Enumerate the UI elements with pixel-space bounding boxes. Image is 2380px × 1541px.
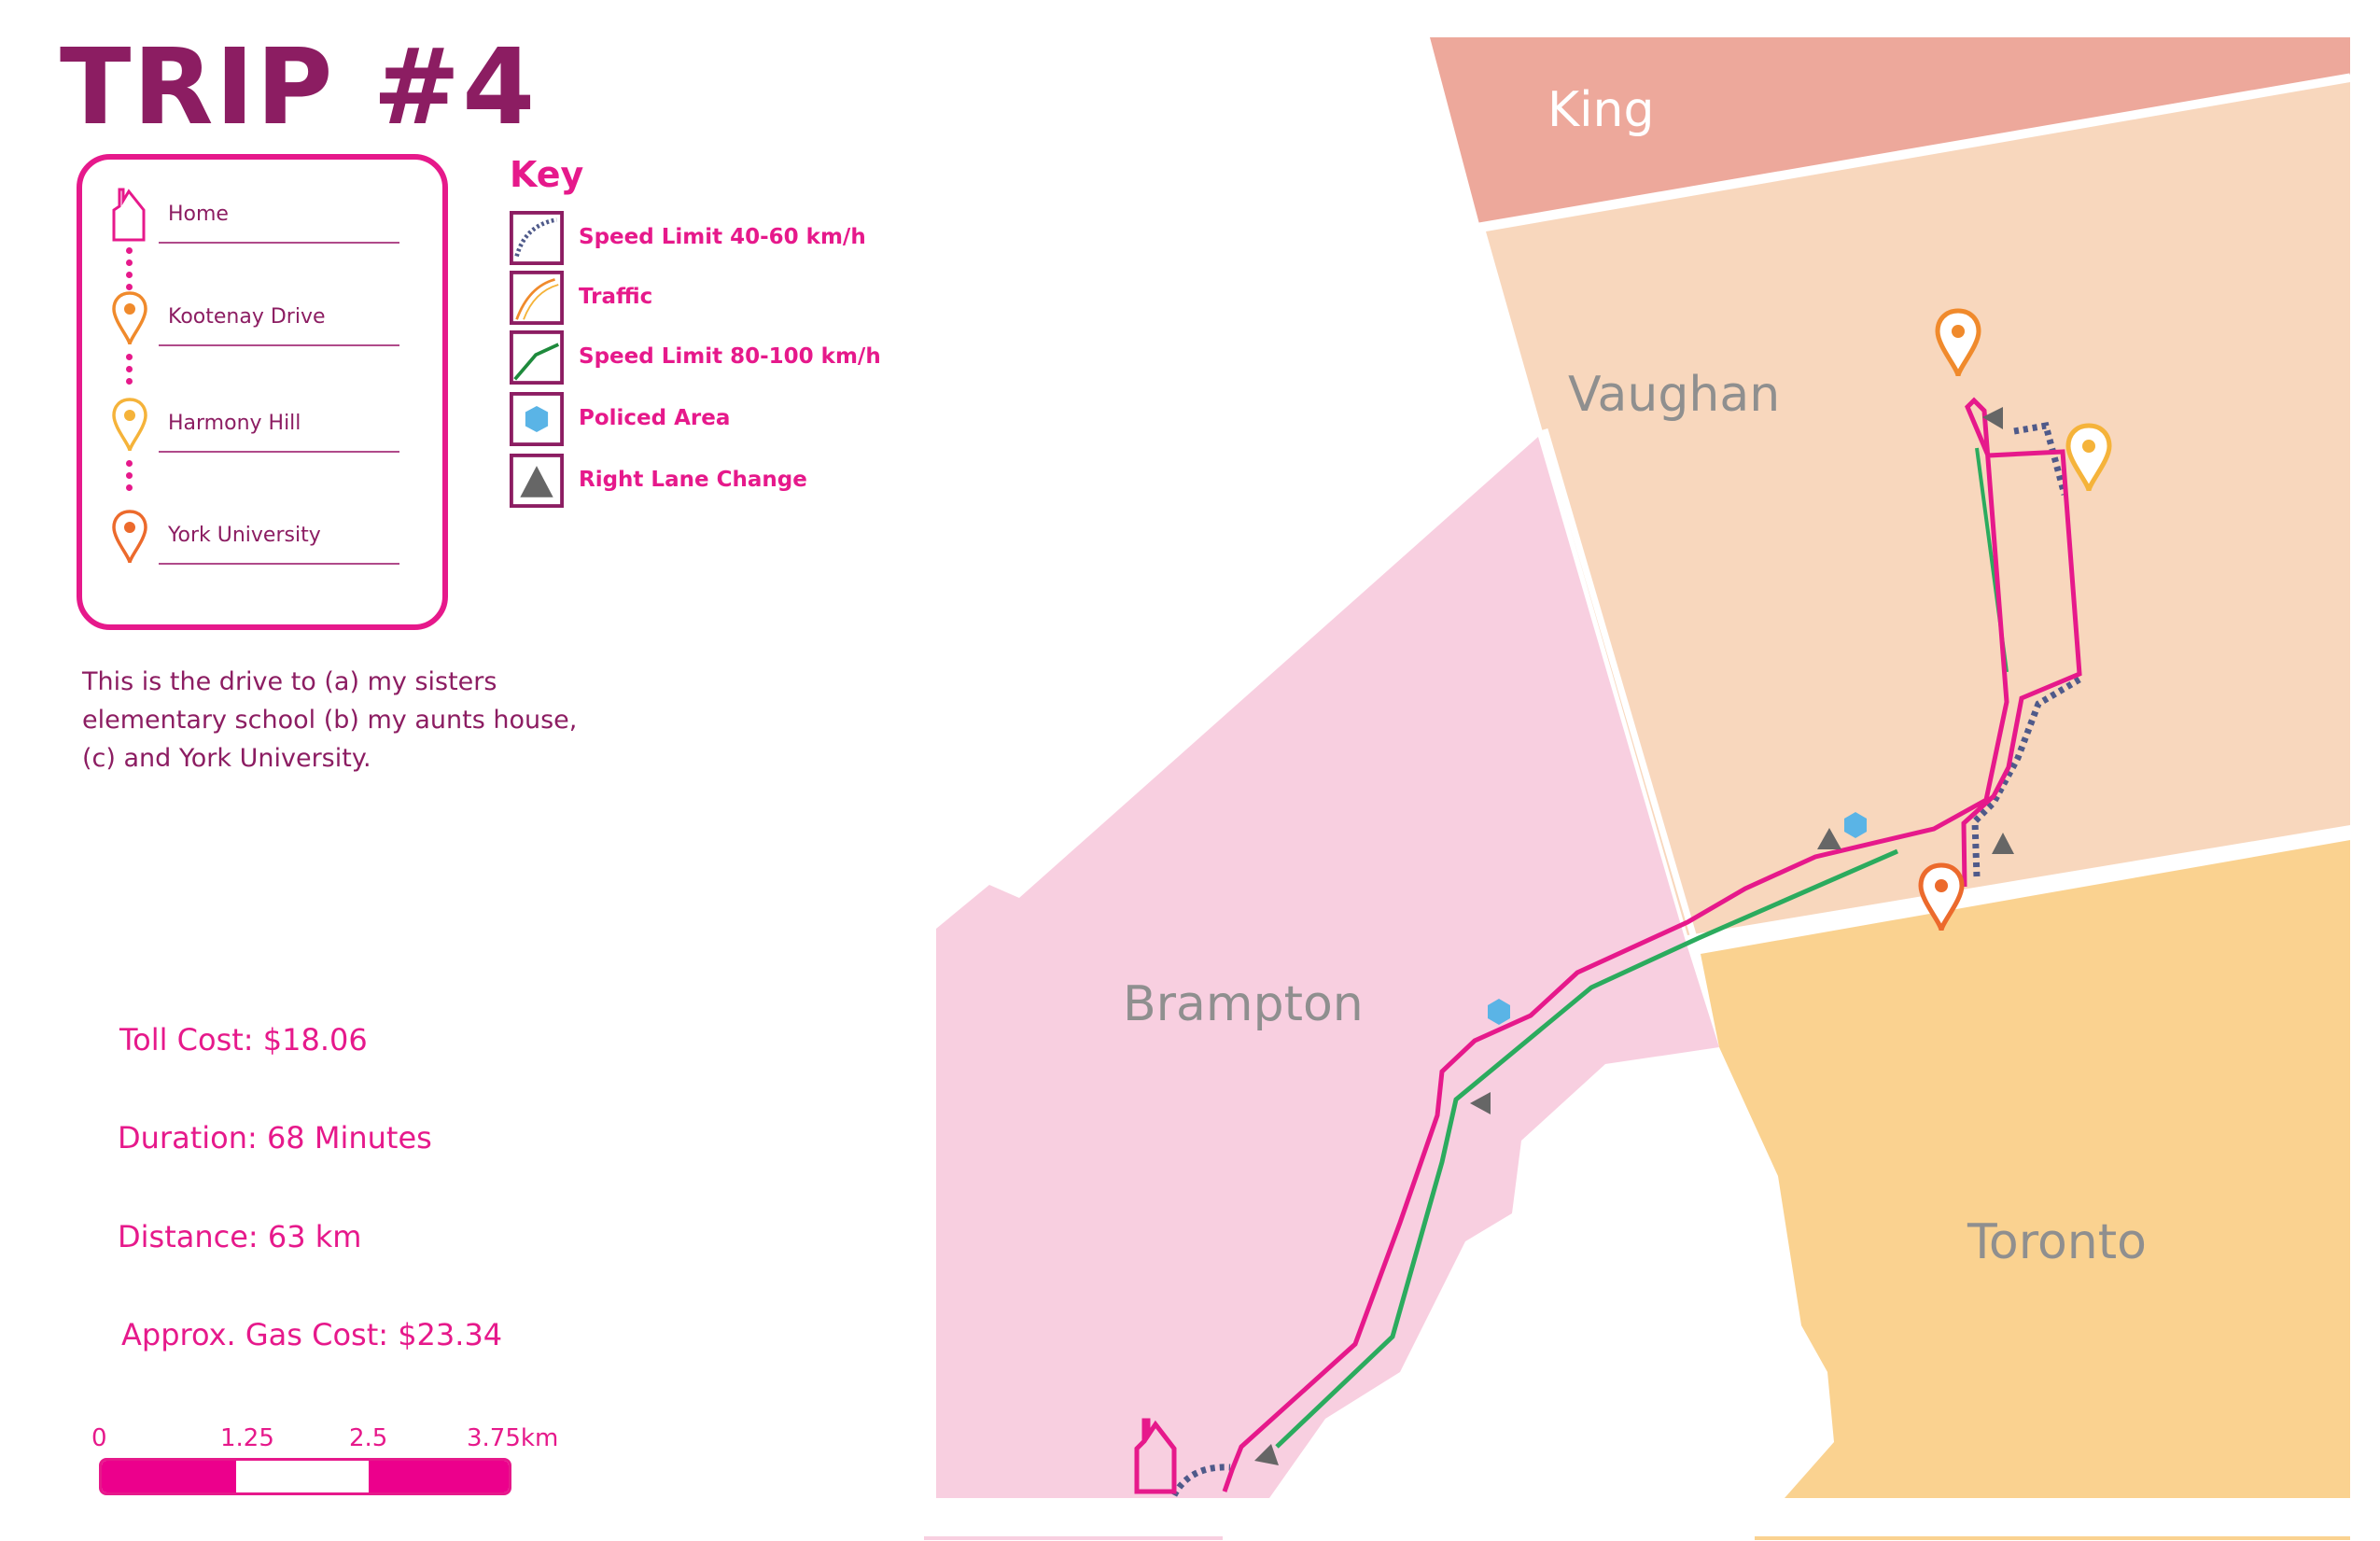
stop-label: Harmony Hill [168, 412, 301, 435]
home-icon [1134, 1418, 1177, 1494]
map-pin-icon [1918, 862, 1965, 932]
right-lane-change-icon [1817, 828, 1841, 849]
home-icon [112, 188, 146, 242]
divider [159, 242, 399, 244]
stop-home: Home [82, 188, 442, 253]
divider [159, 451, 399, 453]
stop-harmony-hill: Harmony Hill [82, 397, 442, 462]
map-pin-icon [2065, 423, 2112, 492]
key-label: Policed Area [579, 406, 731, 430]
scale-label: 0 [91, 1424, 107, 1452]
trip-description: This is the drive to (a) my sisters elem… [82, 667, 578, 773]
key-label: Right Lane Change [579, 468, 807, 492]
key-title: Key [510, 154, 584, 195]
stop-label: Home [168, 203, 229, 226]
duration: Duration: 68 Minutes [118, 1120, 432, 1156]
region-king [1430, 37, 2350, 224]
scale-label: 3.75km [467, 1424, 559, 1452]
stop-connector [126, 354, 133, 390]
region-label-king: King [1547, 82, 1655, 138]
scale-segment [369, 1461, 509, 1492]
green-line-icon [510, 330, 564, 385]
key-label: Traffic [579, 285, 653, 309]
speed-limit-40-60-segment [1170, 1464, 1231, 1497]
map-pin-icon [112, 398, 147, 452]
stop-connector [126, 460, 133, 497]
stop-label: York University [168, 524, 321, 547]
dotted-line-icon [510, 211, 564, 265]
road-line [1541, 428, 1701, 948]
speed-limit-40-60-segment [2013, 421, 2068, 496]
stop-kootenay-drive: Kootenay Drive [82, 290, 442, 356]
trip-route [1222, 397, 2082, 1492]
region-toronto [1701, 840, 2350, 1498]
traffic-line-icon [510, 271, 564, 325]
region-brampton [936, 437, 1719, 1498]
police-hexagon-icon [1488, 999, 1510, 1025]
region-label-vaughan: Vaughan [1568, 367, 1780, 423]
region-label-toronto: Toronto [1967, 1214, 2147, 1270]
distance: Distance: 63 km [118, 1219, 362, 1254]
triangle-icon [510, 454, 564, 508]
scale-segment [102, 1461, 236, 1492]
road-line [1690, 829, 2351, 950]
stop-york-university: York University [82, 509, 442, 574]
police-hexagon-icon [1844, 812, 1867, 838]
scale-label: 1.25 [220, 1424, 274, 1452]
road-line [1478, 73, 2351, 230]
right-lane-change-icon [1254, 1444, 1279, 1465]
map-pin-icon [1935, 308, 1981, 377]
region-vaughan [1486, 82, 2350, 935]
speed-limit-40-60-segment [1971, 676, 2081, 878]
scale-bar [99, 1458, 511, 1495]
scale-segment [236, 1461, 369, 1492]
key-label: Speed Limit 80-100 km/h [579, 344, 881, 369]
scale-label: 2.5 [349, 1424, 388, 1452]
speed-limit-80-100-route [1275, 848, 1899, 1449]
divider [159, 563, 399, 565]
gas-cost: Approx. Gas Cost: $23.34 [121, 1317, 503, 1352]
right-lane-change-icon [1992, 833, 2014, 854]
key-label: Speed Limit 40-60 km/h [579, 225, 866, 249]
divider [159, 344, 399, 346]
stop-label: Kootenay Drive [168, 305, 326, 329]
right-lane-change-icon [1470, 1092, 1491, 1114]
map-pin-icon [112, 291, 147, 345]
police-hexagon-icon [510, 392, 564, 446]
map-pin-icon [112, 510, 147, 564]
page-title: TRIP #4 [60, 27, 538, 148]
toll-cost: Toll Cost: $18.06 [119, 1022, 368, 1058]
region-label-brampton: Brampton [1123, 976, 1364, 1032]
stop-connector [126, 247, 133, 296]
right-lane-change-icon [1982, 407, 2003, 429]
stops-panel: Home Kootenay Drive Harmony Hill York Un… [77, 154, 448, 630]
